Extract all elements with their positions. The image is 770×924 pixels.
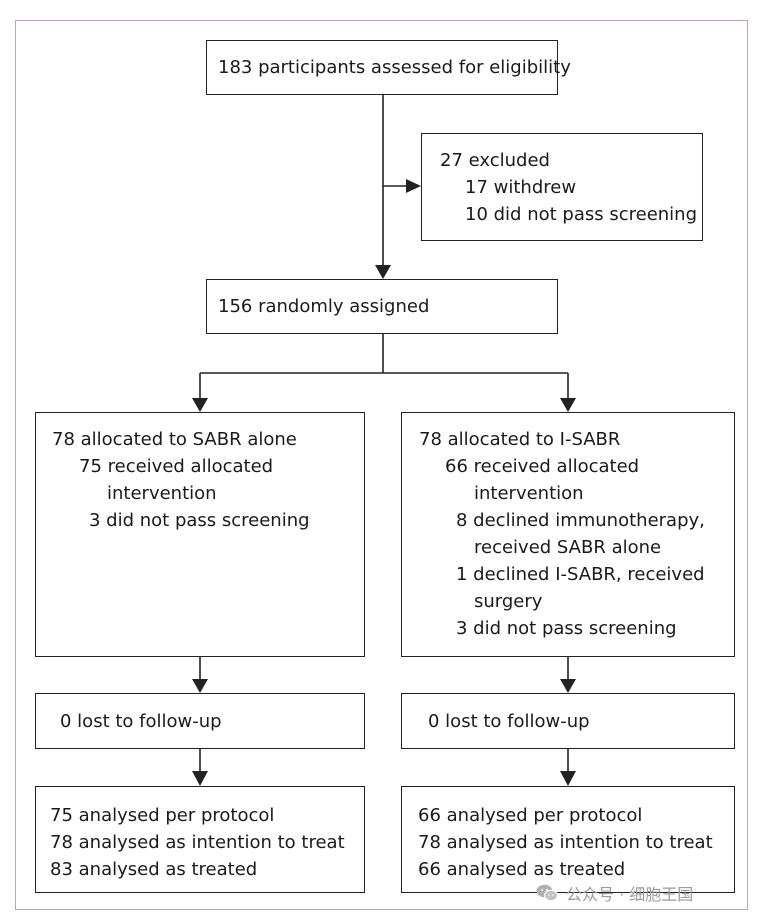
left-allocation-line: 3 did not pass screening xyxy=(89,510,310,531)
arrowhead-excluded xyxy=(406,179,421,193)
left-allocation-line: intervention xyxy=(107,483,217,504)
figure-frame xyxy=(15,20,748,910)
arrowhead-right-analysis xyxy=(560,771,576,786)
left-analysis-line: 75 analysed per protocol xyxy=(50,805,275,826)
arrowhead-right-followup xyxy=(560,679,576,693)
randomised-box: 156 randomly assigned xyxy=(206,279,558,334)
right-allocation-line: intervention xyxy=(474,483,584,504)
right-allocation-line: received SABR alone xyxy=(474,537,662,558)
left-followup-text: 0 lost to follow-up xyxy=(60,711,222,732)
right-allocation-title: 78 allocated to I-SABR xyxy=(419,429,621,450)
left-analysis-line: 78 analysed as intention to treat xyxy=(50,832,345,853)
left-followup-box: 0 lost to follow-up xyxy=(35,693,365,749)
right-analysis-box: 66 analysed per protocol 78 analysed as … xyxy=(401,786,735,893)
arrowhead-left-allocation xyxy=(192,398,208,412)
excluded-item: 17 withdrew xyxy=(465,177,577,198)
assessed-box: 183 participants assessed for eligibilit… xyxy=(206,40,571,95)
watermark-text: 公众号 · 细胞王国 xyxy=(566,885,694,904)
arrowhead-left-followup xyxy=(192,679,208,693)
arrowhead-randomised xyxy=(375,265,391,279)
arrowhead-right-allocation xyxy=(560,398,576,412)
wechat-icon xyxy=(536,884,558,902)
left-analysis-line: 83 analysed as treated xyxy=(50,859,258,880)
right-allocation-line: surgery xyxy=(474,591,543,612)
excluded-box: 27 excluded 17 withdrew 10 did not pass … xyxy=(421,133,703,241)
right-allocation-box: 78 allocated to I-SABR 66 received alloc… xyxy=(401,412,735,657)
right-analysis-line: 66 analysed per protocol xyxy=(418,805,643,826)
right-followup-text: 0 lost to follow-up xyxy=(428,711,590,732)
left-allocation-line: 75 received allocated xyxy=(79,456,274,477)
right-allocation-line: 8 declined immunotherapy, xyxy=(456,510,705,531)
left-allocation-box: 78 allocated to SABR alone 75 received a… xyxy=(35,412,365,657)
arrowhead-left-analysis xyxy=(192,771,208,786)
right-allocation-line: 1 declined I-SABR, received xyxy=(456,564,705,585)
right-allocation-line: 66 received allocated xyxy=(445,456,640,477)
randomised-text: 156 randomly assigned xyxy=(218,296,430,317)
right-followup-box: 0 lost to follow-up xyxy=(401,693,735,749)
assessed-text: 183 participants assessed for eligibilit… xyxy=(218,57,571,78)
excluded-item: 10 did not pass screening xyxy=(465,204,698,225)
left-analysis-box: 75 analysed per protocol 78 analysed as … xyxy=(35,786,365,893)
excluded-title: 27 excluded xyxy=(440,150,550,171)
watermark: 公众号 · 细胞王国 xyxy=(536,880,693,906)
left-allocation-title: 78 allocated to SABR alone xyxy=(52,429,297,450)
right-analysis-line: 78 analysed as intention to treat xyxy=(418,832,713,853)
right-allocation-line: 3 did not pass screening xyxy=(456,618,677,639)
right-analysis-line: 66 analysed as treated xyxy=(418,859,626,880)
